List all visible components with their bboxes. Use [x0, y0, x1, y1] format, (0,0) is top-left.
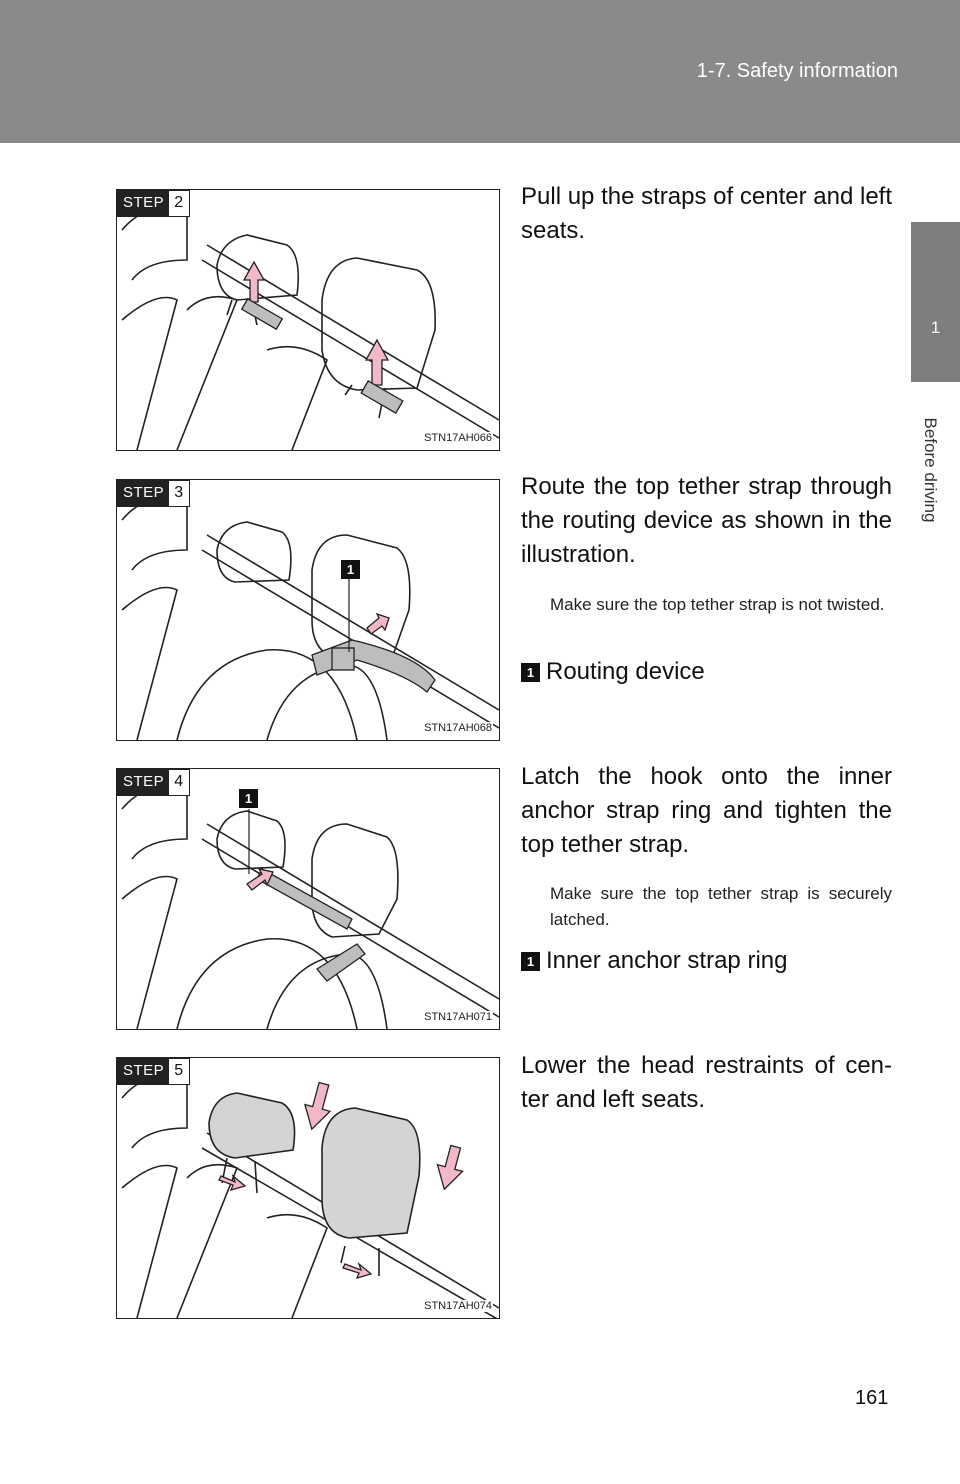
step-3-note: Make sure the top tether strap is not tw… — [550, 595, 885, 614]
figure-code: STN17AH074 — [423, 1300, 493, 1312]
legend-text: Inner anchor strap ring — [546, 947, 788, 974]
step-2-instruction: Pull up the straps of center and left se… — [521, 183, 892, 244]
section-title: 1-7. Safety information — [696, 60, 898, 82]
chapter-label: Before driving — [905, 395, 954, 545]
step-3-illustration: STEP 3 1 STN17AH068 — [116, 479, 500, 741]
seat-drawing — [121, 1074, 499, 1318]
seat-drawing — [121, 496, 499, 740]
seat-drawing — [121, 785, 499, 1029]
callout-1: 1 — [239, 789, 258, 808]
legend-marker: 1 — [521, 662, 540, 682]
legend-marker: 1 — [521, 951, 540, 971]
step-5-instruction: Lower the head restraints of cen- ter an… — [521, 1052, 892, 1113]
step-4-legend: 1 Inner anchor strap ring — [521, 947, 787, 975]
step-2-badge: STEP 2 — [117, 190, 191, 217]
legend-text: Routing device — [546, 658, 705, 685]
step-5-illustration: STEP 5 STN17AH074 — [116, 1057, 500, 1319]
step-3-badge: STEP 3 — [117, 480, 191, 507]
page-header: 1-7. Safety information — [0, 0, 960, 143]
chapter-label-text: Before driving — [920, 417, 940, 523]
callout-1: 1 — [341, 560, 360, 579]
seat-drawing — [121, 206, 499, 450]
step-2-illustration: STEP 2 STN17AH066 — [116, 189, 500, 451]
step-4-note: Make sure the top tether strap is secure… — [550, 884, 892, 929]
step-3-instruction: Route the top tether strap through the r… — [521, 473, 892, 568]
figure-code: STN17AH071 — [423, 1011, 493, 1023]
figure-code: STN17AH066 — [423, 432, 493, 444]
step-3-legend: 1 Routing device — [521, 658, 705, 686]
step-4-illustration: STEP 4 1 STN17AH071 — [116, 768, 500, 1030]
chapter-tab: 1 — [911, 222, 960, 382]
page-number: 161 — [855, 1387, 889, 1409]
figure-code: STN17AH068 — [423, 722, 493, 734]
step-5-badge: STEP 5 — [117, 1058, 191, 1085]
chapter-number: 1 — [930, 318, 941, 337]
step-4-badge: STEP 4 — [117, 769, 191, 796]
step-4-instruction: Latch the hook onto the inner anchor str… — [521, 763, 892, 858]
